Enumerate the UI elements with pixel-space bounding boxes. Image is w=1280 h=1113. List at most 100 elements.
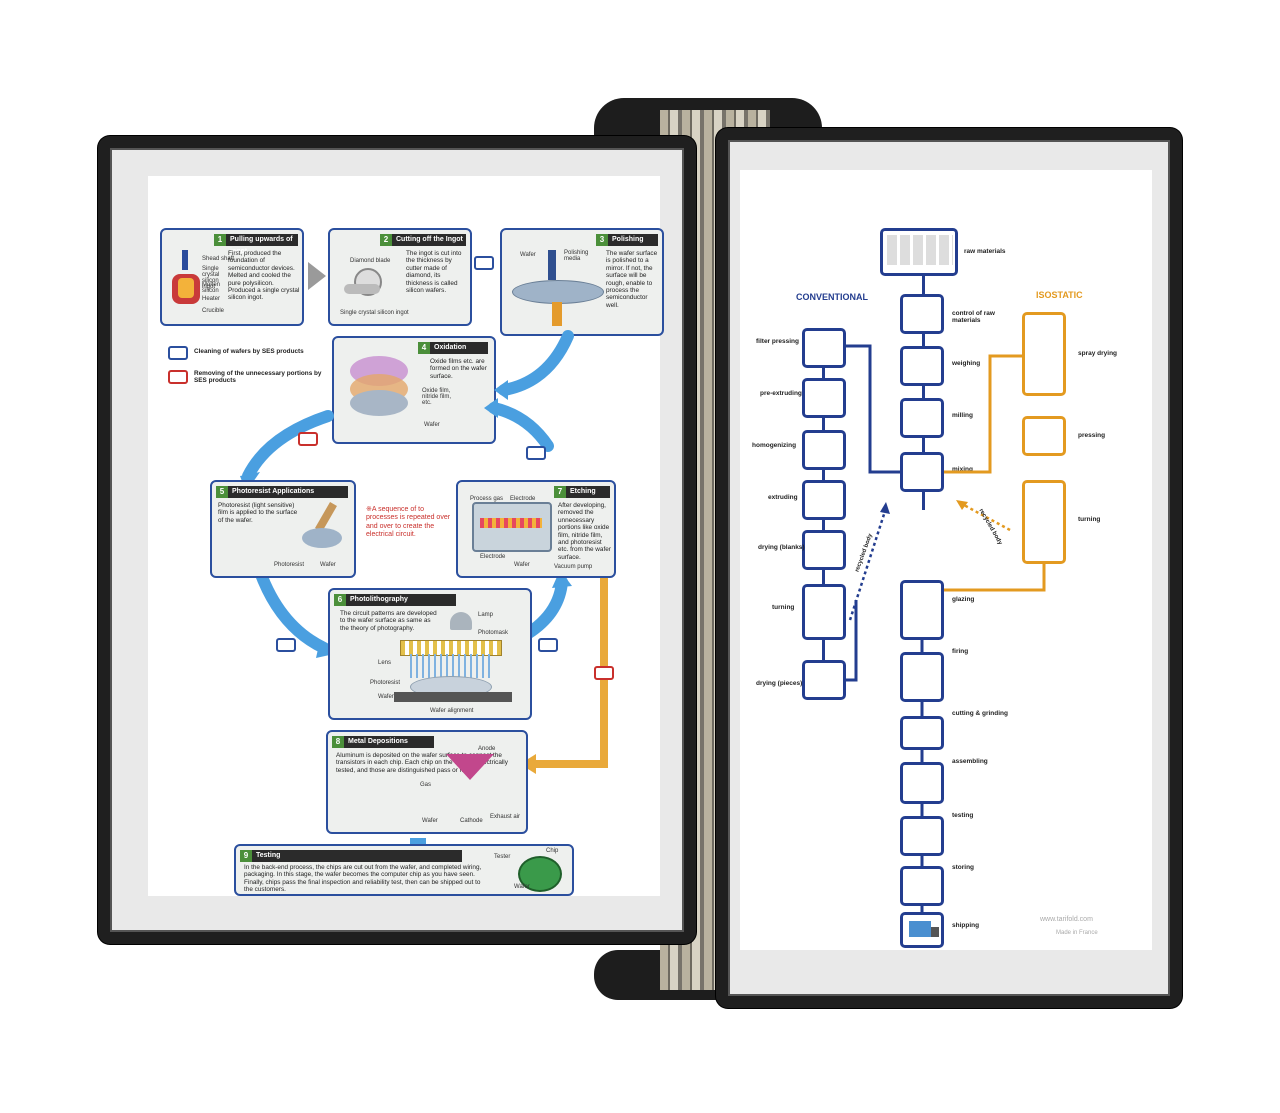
label: Wafer alignment: [430, 708, 474, 714]
step-text: After developing, removed the unnecessar…: [558, 502, 611, 561]
step-turning-isostatic: [1022, 480, 1066, 564]
legend-cleaning-text: Cleaning of wafers by SES products: [194, 348, 304, 355]
gray-arrow: [308, 262, 326, 290]
label: Photoresist: [370, 680, 401, 686]
step-text: The wafer surface is polished to a mirro…: [606, 250, 658, 309]
conventional-connector: [822, 350, 825, 690]
step-number: 9: [240, 850, 252, 862]
step-title: Polishing: [608, 234, 658, 246]
label: Molten silicon: [202, 282, 221, 294]
step-4-box: 4 Oxidation Oxide films etc. are formed …: [332, 336, 496, 444]
step-spray-drying: [1022, 312, 1066, 396]
step-number: 8: [332, 736, 344, 748]
label-storing: storing: [952, 864, 975, 871]
header-conventional: CONVENTIONAL: [796, 292, 868, 302]
step-title: Photoresist Applications: [228, 486, 348, 498]
label: Vacuum pump: [554, 564, 593, 570]
label: Wafer: [320, 562, 336, 568]
process-connectors: [846, 344, 1046, 940]
step-testing: [900, 816, 944, 856]
step-7-box: 7 Etching After developing, removed the …: [456, 480, 616, 578]
ses-cleaning-icon: [538, 638, 558, 652]
step-raw-materials: [880, 228, 958, 276]
label: Single crystal silicon ingot: [340, 310, 409, 316]
header-isostatic: ISOSTATIC: [1036, 290, 1083, 300]
label: Process gas: [470, 496, 504, 502]
ses-cleaning-icon: [526, 446, 546, 460]
step-title: Testing: [252, 850, 462, 862]
step-pre-extruding: [802, 378, 846, 418]
ses-cleaning-icon: [474, 256, 494, 270]
label-glazing: glazing: [952, 596, 975, 603]
label: Diamond blade: [350, 258, 391, 264]
label: Wafer: [378, 694, 394, 700]
label: Oxide film, nitride film, etc.: [422, 388, 452, 406]
label-spray-drying: spray drying: [1078, 350, 1118, 357]
step-title: Pulling upwards of ingot: [226, 234, 298, 255]
step-number: 6: [334, 594, 346, 606]
step-text: First, produced the foundation of semico…: [228, 250, 300, 302]
step-filter-pressing: [802, 328, 846, 368]
step-text: In the back-end process, the chips are c…: [244, 864, 482, 894]
label-testing: testing: [952, 812, 974, 819]
label: Tester: [494, 854, 511, 860]
label-milling: milling: [952, 412, 973, 419]
label: Cathode: [460, 818, 483, 824]
right-display-pocket[interactable]: CONVENTIONAL ISOSTATIC raw materials con…: [716, 128, 1182, 1008]
label: Electrode: [510, 496, 536, 502]
label: Lens: [378, 660, 392, 666]
label-turning-isostatic: turning: [1078, 516, 1101, 523]
step-3-box: 3 Polishing The wafer surface is polishe…: [500, 228, 664, 336]
repeat-note: ※A sequence of to processes is repeated …: [366, 506, 451, 539]
step-cutting-grinding: [900, 716, 944, 750]
truck-icon: [909, 921, 931, 937]
label: Heater: [202, 296, 221, 302]
legend-removing-icon: [168, 370, 188, 384]
label: Photoresist: [274, 562, 305, 568]
label-turning-conventional: turning: [772, 604, 795, 611]
test-chip-illustration: [518, 856, 562, 892]
label: Exhaust air: [490, 814, 521, 820]
label: Chip: [546, 848, 559, 854]
label: Lamp: [478, 612, 494, 618]
step-number: 3: [596, 234, 608, 246]
label-pressing: pressing: [1078, 432, 1106, 439]
label: Wafer: [514, 562, 530, 568]
label: Anode: [478, 746, 496, 752]
step-assembling: [900, 762, 944, 804]
step-text: The ingot is cut into the thickness by c…: [406, 250, 462, 295]
left-display-pocket[interactable]: 1 Pulling upwards of ingot First, produc…: [98, 136, 696, 944]
step-mixing: [900, 452, 944, 492]
step-number: 4: [418, 342, 430, 354]
step-title: Metal Depositions: [344, 736, 434, 748]
label-shipping: shipping: [952, 922, 980, 929]
step-extruding: [802, 480, 846, 520]
label-filter-pressing: filter pressing: [756, 338, 799, 345]
step-8-box: 8 Metal Depositions Aluminum is deposite…: [326, 730, 528, 834]
ses-cleaning-icon: [276, 638, 296, 652]
step-title: Etching: [566, 486, 610, 498]
label: Wafer: [514, 884, 530, 890]
label: Electrode: [480, 554, 506, 560]
label-drying-pieces: drying (pieces): [756, 680, 803, 687]
step-homogenizing: [802, 430, 846, 470]
label: Crucible: [202, 308, 225, 314]
label: Wafer: [422, 818, 438, 824]
diamond-blade-illustration: [344, 268, 384, 298]
left-sheet: 1 Pulling upwards of ingot First, produc…: [148, 176, 664, 896]
step-glazing: [900, 580, 944, 640]
label: Wafer: [424, 422, 440, 428]
label: Photomask: [478, 630, 509, 636]
cycle-arrows: [240, 330, 608, 870]
step-title: Photolithography: [346, 594, 456, 606]
right-sheet: CONVENTIONAL ISOSTATIC raw materials con…: [740, 170, 1152, 950]
step-6-box: 6 Photolithography The circuit patterns …: [328, 588, 532, 720]
step-weighing: [900, 346, 944, 386]
step-text: Aluminum is deposited on the wafer surfa…: [336, 752, 508, 774]
legend-cleaning-icon: [168, 346, 188, 360]
step-text: Photoresist (light sensitive) film is ap…: [218, 502, 298, 524]
step-9-body: 9 Testing In the back-end process, the c…: [234, 844, 574, 896]
step-1-box: 1 Pulling upwards of ingot First, produc…: [160, 228, 304, 326]
label-cutting-grinding: cutting & grinding: [952, 710, 1008, 717]
step-number: 1: [214, 234, 226, 246]
